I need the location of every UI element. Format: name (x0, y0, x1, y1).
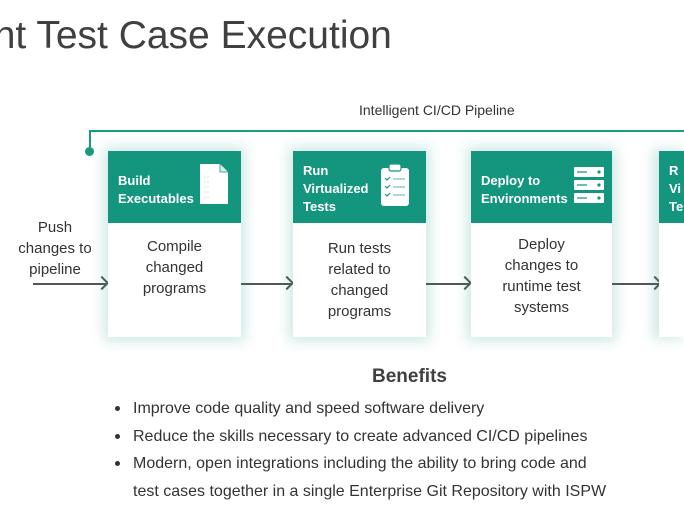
stage-header: Build Executables (108, 151, 241, 223)
stage-title-line: Deploy to (481, 173, 541, 188)
stage-title-line: Tests (303, 199, 336, 214)
server-stack-icon (574, 167, 604, 203)
stage-body: Run tests related to changed programs (293, 238, 426, 322)
benefit-item: Modern, open integrations including the … (113, 450, 606, 478)
stage-title-line: Build (118, 173, 151, 188)
stage-body-line: changes to (504, 257, 579, 274)
stage-title-line: Virtualized (303, 181, 369, 196)
push-text-line: changes to (18, 240, 92, 257)
stage-title-line: Environments (481, 191, 568, 206)
stage-body-line: runtime test (502, 278, 581, 295)
stage-card-build: Build Executables Compile changed progra… (108, 151, 241, 337)
stage-title: Run Virtualized Tests (303, 162, 369, 216)
stage-body-line: programs (327, 303, 392, 320)
slide-title: ent Test Case Execution (0, 14, 392, 57)
document-icon (200, 164, 228, 204)
pipeline-bracket-stem (89, 130, 91, 152)
flow-arrow (426, 283, 469, 285)
stage-title-line: Te (669, 199, 684, 214)
stage-title: R Vi Te (669, 162, 683, 216)
flow-arrow (241, 283, 291, 285)
push-text-line: Push (37, 219, 73, 236)
push-text-line: pipeline (29, 261, 81, 278)
pipeline-label: Intelligent CI/CD Pipeline (359, 102, 515, 118)
stage-body: Deploy changes to runtime test systems (471, 234, 612, 318)
stage-body: Compile changed programs (108, 236, 241, 299)
clipboard-checklist-icon (381, 163, 409, 206)
stage-body-line: Run tests (327, 240, 392, 257)
benefit-item: Reduce the skills necessary to create ad… (113, 423, 606, 451)
stage-body-line: related to (328, 261, 391, 278)
stage-body-line: Compile (146, 238, 203, 255)
stage-body-line: Deploy (518, 236, 565, 253)
flow-arrow (33, 283, 106, 285)
stage-card-run-tests: Run Virtualized Tests Run tests related … (293, 151, 426, 337)
stage-title-line: R (669, 163, 679, 178)
benefit-item: Improve code quality and speed software … (113, 395, 606, 423)
stage-body-line: programs (142, 280, 207, 297)
push-changes-text: Push changes to pipeline (12, 217, 98, 280)
stage-card-partial: R Vi Te (659, 151, 684, 337)
stage-body-line: systems (513, 299, 569, 316)
stage-header: Deploy to Environments (471, 151, 612, 223)
stage-header: R Vi Te (659, 151, 684, 223)
stage-title: Build Executables (118, 172, 194, 208)
stage-card-deploy: Deploy to Environments Deploy changes to… (471, 151, 612, 337)
stage-header: Run Virtualized Tests (293, 151, 426, 223)
benefits-list: Improve code quality and speed software … (113, 395, 606, 505)
stage-title-line: Vi (669, 181, 682, 196)
pipeline-bracket-dot (85, 147, 94, 156)
flow-arrow (612, 283, 659, 285)
stage-title-line: Run (303, 163, 329, 178)
stage-body-line: changed (330, 282, 389, 299)
benefit-item-continuation: test cases together in a single Enterpri… (133, 482, 607, 500)
stage-title-line: Executables (118, 191, 194, 206)
stage-body-line: changed (145, 259, 204, 276)
stage-title: Deploy to Environments (481, 172, 568, 208)
pipeline-bracket-line (89, 130, 684, 132)
benefits-title: Benefits (372, 366, 447, 387)
